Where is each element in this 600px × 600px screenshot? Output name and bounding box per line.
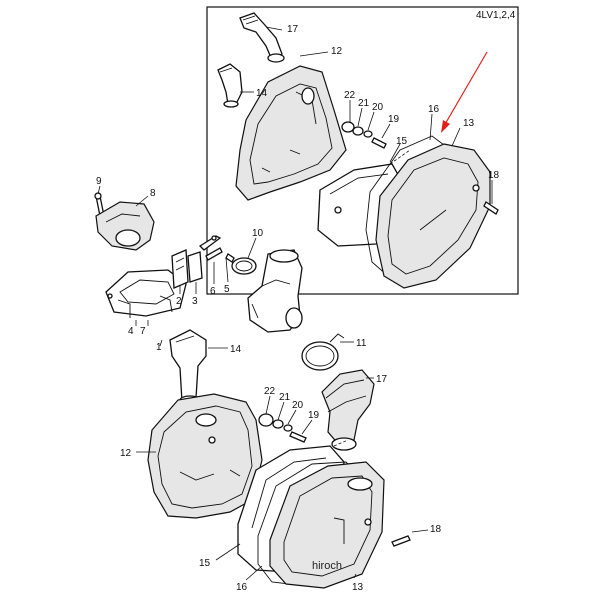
reed-screws-5-6 bbox=[198, 235, 223, 261]
label-inset-15: 15 bbox=[396, 136, 408, 147]
label-10: 10 bbox=[252, 228, 264, 239]
label-22: 22 bbox=[264, 386, 276, 397]
label-inset-21: 21 bbox=[358, 98, 370, 109]
label-inset-17: 17 bbox=[287, 24, 299, 35]
inset-hose-17 bbox=[239, 12, 285, 63]
label-inset-16: 16 bbox=[428, 104, 440, 115]
fasteners bbox=[258, 413, 307, 443]
label-inset-14: 14 bbox=[256, 88, 268, 99]
label-15: 15 bbox=[199, 558, 211, 569]
label-12: 12 bbox=[120, 448, 132, 459]
label-inset-19: 19 bbox=[388, 114, 400, 125]
cover-13 bbox=[269, 461, 385, 589]
inset-leaders bbox=[240, 26, 493, 204]
cap-11 bbox=[301, 333, 345, 371]
reed-block-1 bbox=[105, 269, 187, 318]
inset-fasteners bbox=[341, 121, 387, 149]
clamp-10 bbox=[225, 253, 257, 275]
label-inset-18: 18 bbox=[488, 170, 500, 181]
label-inset-20: 20 bbox=[372, 102, 384, 113]
inset-bolt-18 bbox=[483, 201, 499, 215]
label-1: 1 bbox=[156, 342, 162, 353]
label-18: 18 bbox=[430, 524, 442, 535]
label-13: 13 bbox=[352, 582, 364, 593]
hose-17 bbox=[321, 369, 375, 451]
label-17: 17 bbox=[376, 374, 388, 385]
label-21: 21 bbox=[279, 392, 291, 403]
watermark: hiroch bbox=[312, 560, 342, 572]
label-20: 20 bbox=[292, 400, 304, 411]
inset-code: 4LV1,2,4 bbox=[476, 10, 516, 21]
label-5: 5 bbox=[224, 284, 230, 295]
elbow-14 bbox=[169, 329, 207, 405]
label-14: 14 bbox=[230, 344, 242, 355]
label-8: 8 bbox=[150, 188, 156, 199]
label-6: 6 bbox=[210, 286, 216, 297]
label-9: 9 bbox=[96, 176, 102, 187]
label-11: 11 bbox=[356, 338, 367, 349]
label-3: 3 bbox=[192, 296, 198, 307]
inset-airbox-12 bbox=[235, 65, 347, 201]
airbox-12 bbox=[147, 393, 263, 519]
inset-cover-13 bbox=[375, 143, 491, 289]
mid-leaders bbox=[97, 185, 374, 379]
label-19: 19 bbox=[308, 410, 320, 421]
inset-frame bbox=[206, 6, 519, 295]
bolt-18 bbox=[391, 535, 411, 547]
lower-leaders bbox=[136, 395, 429, 581]
valve-8 bbox=[95, 201, 155, 251]
label-inset-22: 22 bbox=[344, 90, 356, 101]
label-inset-12: 12 bbox=[331, 46, 343, 57]
red-arrow-icon bbox=[441, 51, 488, 133]
label-2: 2 bbox=[176, 296, 182, 307]
label-16: 16 bbox=[236, 582, 248, 593]
label-7: 7 bbox=[140, 326, 146, 337]
label-4: 4 bbox=[128, 326, 134, 337]
label-inset-13: 13 bbox=[463, 118, 475, 129]
inset-elbow-14 bbox=[217, 63, 243, 108]
carb-joint bbox=[247, 249, 303, 333]
reed-plates-2-3 bbox=[171, 249, 203, 289]
